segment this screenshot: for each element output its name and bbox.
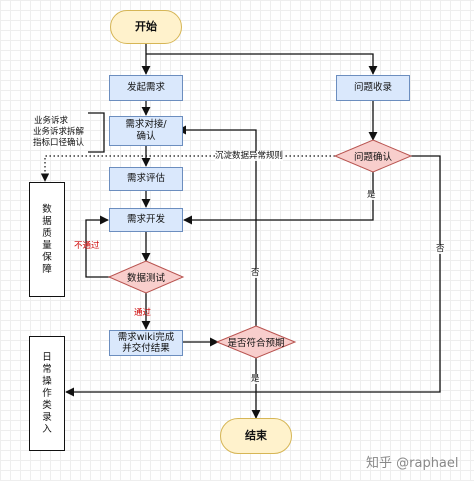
confirm-no-label: 否 [436,244,445,254]
decision-data-test-shape [107,260,185,294]
request-develop-node: 需求开发 [109,208,183,232]
edge-confirm-no [65,155,441,397]
meets-no-label: 否 [251,268,260,278]
test-fail-label: 不通过 [74,241,100,251]
end-node: 结束 [220,418,292,454]
note-bracket [88,112,105,153]
problem-collect-node: 问题收录 [336,75,410,101]
edge-start-collect [146,53,378,75]
decision-meets-shape [215,325,297,359]
requirement-note: 业务诉求 业务诉求拆解 指标口径确认 [18,116,84,149]
note-line-1: 业务诉求 [33,116,68,126]
problem-confirm-label: 问题确认 [353,152,392,163]
wiki-deliver-node: 需求wiki完成并交付结果 [109,330,183,356]
initiate-request-node: 发起需求 [109,75,183,101]
edge-confirm-yes [183,172,374,225]
confirm-yes-label: 是 [367,190,376,200]
precipitate-rules-label: 沉淀数据异常规则 [215,151,284,161]
request-align-node: 需求对接/确认 [109,116,183,146]
note-line-3: 指标口径确认 [32,138,84,148]
request-evaluate-node: 需求评估 [109,167,183,191]
meets-yes-label: 是 [251,374,260,384]
data-quality-text: 数据质量保障 [42,203,52,275]
start-node: 开始 [110,10,182,44]
edge-confirm-quality [40,155,335,182]
decision-problem-confirm-shape [333,139,413,173]
edge-meets-no [177,125,257,326]
daily-entry-box: 日常操作类录入 [29,336,65,451]
watermark: 知乎 @raphael [366,456,459,471]
daily-entry-text: 日常操作类录入 [42,351,52,435]
data-test-label: 数据测试 [126,273,165,284]
edge-test-fail [85,215,120,278]
meets-expectation-label: 是否符合预期 [227,338,285,349]
data-quality-box: 数据质量保障 [29,182,65,297]
note-line-2: 业务诉求拆解 [32,127,84,137]
test-pass-label: 通过 [134,308,152,318]
